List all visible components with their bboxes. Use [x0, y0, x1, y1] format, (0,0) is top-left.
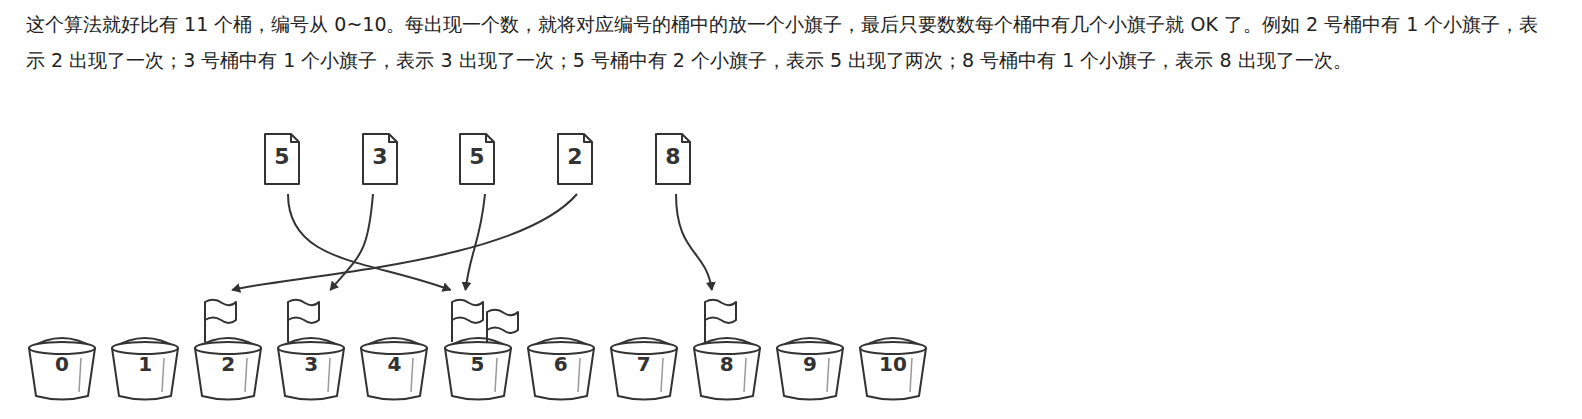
- bucket-number: 5: [441, 352, 515, 376]
- number-card: 2: [556, 132, 594, 186]
- bucket-number: 4: [357, 352, 431, 376]
- bucket-number: 7: [607, 352, 681, 376]
- card-number: 5: [263, 144, 301, 169]
- bucket: 1: [108, 290, 182, 404]
- bucket-outline: [773, 290, 847, 404]
- number-card: 3: [361, 132, 399, 186]
- bucket: 8: [690, 290, 764, 404]
- card-number: 8: [654, 144, 692, 169]
- flag: [705, 300, 736, 342]
- bucket-outline: [108, 290, 182, 404]
- card-number: 3: [361, 144, 399, 169]
- arrow-connector: [466, 194, 486, 290]
- description-paragraph: 这个算法就好比有 11 个桶，编号从 0~10。每出现一个数，就将对应编号的桶中…: [26, 6, 1556, 78]
- bucket: 10: [856, 290, 930, 404]
- bucket-outline: [191, 290, 265, 404]
- card-number: 5: [458, 144, 496, 169]
- bucket-outline: [441, 290, 515, 404]
- bucket-number: 10: [856, 352, 930, 376]
- number-card: 5: [458, 132, 496, 186]
- flag: [205, 300, 236, 342]
- bucket-number: 9: [773, 352, 847, 376]
- bucket-outline: [690, 290, 764, 404]
- bucket: 7: [607, 290, 681, 404]
- arrow-connector: [288, 194, 451, 290]
- bucket-number: 3: [274, 352, 348, 376]
- bucket-outline: [607, 290, 681, 404]
- bucket-number: 6: [524, 352, 598, 376]
- bucket-number: 0: [25, 352, 99, 376]
- bucket: 2: [191, 290, 265, 404]
- bucket: 9: [773, 290, 847, 404]
- bucket: 6: [524, 290, 598, 404]
- bucket-outline: [274, 290, 348, 404]
- arrow-connector: [330, 194, 373, 290]
- bucket-number: 1: [108, 352, 182, 376]
- bucket-outline: [856, 290, 930, 404]
- number-card: 5: [263, 132, 301, 186]
- bucket-number: 2: [191, 352, 265, 376]
- bucket: 0: [25, 290, 99, 404]
- card-number: 2: [556, 144, 594, 169]
- bucket-number: 8: [690, 352, 764, 376]
- bucket: 5: [441, 290, 515, 404]
- bucket: 4: [357, 290, 431, 404]
- bucket: 3: [274, 290, 348, 404]
- arrow-connector: [676, 194, 712, 290]
- flag: [487, 310, 518, 344]
- flag: [452, 300, 483, 342]
- bucket-outline: [357, 290, 431, 404]
- bucket-outline: [524, 290, 598, 404]
- number-card: 8: [654, 132, 692, 186]
- flag: [288, 300, 319, 342]
- arrow-connector: [232, 194, 577, 290]
- bucket-outline: [25, 290, 99, 404]
